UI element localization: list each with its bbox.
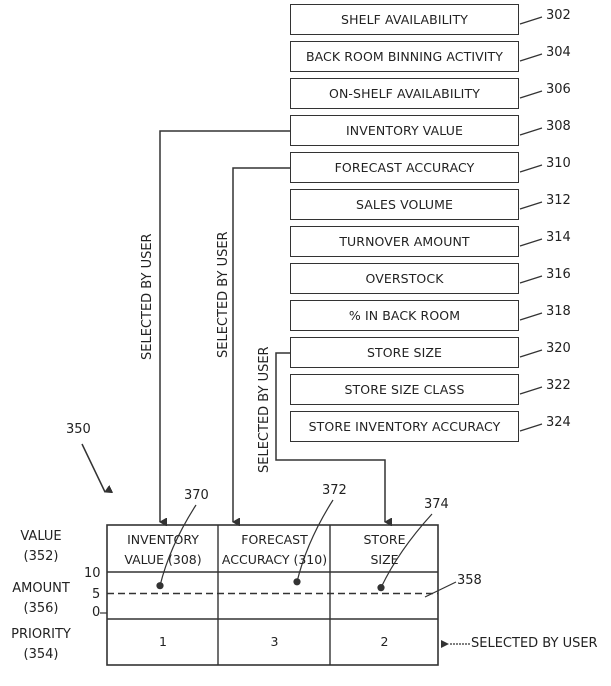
metric-ref-318: 318 bbox=[546, 304, 571, 319]
column-header-inventory-value: INVENTORY VALUE (308) bbox=[124, 532, 202, 567]
metric-box-312[interactable]: SALES VOLUME bbox=[290, 189, 519, 220]
metric-ref-leader bbox=[519, 16, 543, 25]
metric-ref-leader bbox=[519, 312, 543, 321]
metric-label: OVERSTOCK bbox=[365, 271, 444, 286]
metric-ref-312: 312 bbox=[546, 193, 571, 208]
selected-by-user-label-1: SELECTED BY USER bbox=[140, 233, 155, 360]
metric-box-318[interactable]: % IN BACK ROOM bbox=[290, 300, 519, 331]
metric-ref-leader bbox=[519, 349, 543, 358]
metric-ref-leader bbox=[519, 423, 543, 432]
table-ref-arrow bbox=[81, 443, 105, 492]
marker-ref-374: 374 bbox=[424, 497, 449, 512]
column-header-forecast-accuracy: FORECAST ACCURACY (310) bbox=[221, 532, 328, 567]
metric-box-310[interactable]: FORECAST ACCURACY bbox=[290, 152, 519, 183]
threshold-ref-label: 358 bbox=[457, 573, 482, 588]
metric-ref-leader bbox=[519, 386, 543, 395]
marker-leader-372 bbox=[296, 499, 334, 582]
metric-box-308[interactable]: INVENTORY VALUE bbox=[290, 115, 519, 146]
amount-marker-372[interactable] bbox=[293, 578, 301, 586]
axis-tick-0: 0 bbox=[92, 605, 101, 620]
metric-ref-304: 304 bbox=[546, 45, 571, 60]
row-label-amount: AMOUNT (356) bbox=[12, 581, 70, 616]
metric-ref-leader bbox=[519, 238, 543, 247]
metric-box-304[interactable]: BACK ROOM BINNING ACTIVITY bbox=[290, 41, 519, 72]
metric-ref-leader bbox=[519, 127, 543, 136]
row-label-priority: PRIORITY (354) bbox=[11, 627, 71, 662]
metric-label: SHELF AVAILABILITY bbox=[341, 12, 468, 27]
marker-ref-372: 372 bbox=[322, 483, 347, 498]
metric-label: TURNOVER AMOUNT bbox=[339, 234, 470, 249]
selected-by-user-label-2: SELECTED BY USER bbox=[216, 231, 231, 358]
priority-cell-inventory-value[interactable]: 1 bbox=[159, 634, 167, 649]
priority-cell-forecast-accuracy[interactable]: 3 bbox=[270, 634, 279, 649]
metric-label: BACK ROOM BINNING ACTIVITY bbox=[305, 49, 504, 64]
metric-ref-leader bbox=[519, 90, 543, 99]
metric-ref-320: 320 bbox=[546, 341, 571, 356]
metric-ref-316: 316 bbox=[546, 267, 571, 282]
row-label-value: VALUE (352) bbox=[20, 529, 62, 564]
metric-ref-308: 308 bbox=[546, 119, 571, 134]
metric-ref-322: 322 bbox=[546, 378, 571, 393]
metric-box-314[interactable]: TURNOVER AMOUNT bbox=[290, 226, 519, 257]
metric-ref-314: 314 bbox=[546, 230, 571, 245]
connector-inventory-value bbox=[160, 130, 290, 522]
metric-box-320[interactable]: STORE SIZE bbox=[290, 337, 519, 368]
metric-label: SALES VOLUME bbox=[355, 197, 454, 212]
metric-box-306[interactable]: ON-SHELF AVAILABILITY bbox=[290, 78, 519, 109]
amount-marker-374[interactable] bbox=[377, 584, 385, 592]
metric-ref-306: 306 bbox=[546, 82, 571, 97]
table-grid bbox=[100, 524, 439, 666]
metric-label: STORE SIZE CLASS bbox=[344, 382, 465, 397]
metric-label: ON-SHELF AVAILABILITY bbox=[329, 86, 480, 101]
axis-tick-5: 5 bbox=[92, 587, 101, 602]
connector-forecast-accuracy bbox=[233, 167, 290, 522]
priority-selected-note: SELECTED BY USER bbox=[471, 636, 598, 651]
metric-box-316[interactable]: OVERSTOCK bbox=[290, 263, 519, 294]
selected-by-user-label-3: SELECTED BY USER bbox=[257, 346, 272, 473]
marker-leader-374 bbox=[380, 513, 433, 588]
connector-store-size bbox=[275, 352, 385, 522]
marker-leader-370 bbox=[159, 504, 197, 586]
column-header-store-size: STORE SIZE bbox=[363, 532, 406, 567]
priority-cell-store-size[interactable]: 2 bbox=[380, 634, 389, 649]
axis-tick-10: 10 bbox=[84, 566, 101, 581]
metric-box-302[interactable]: SHELF AVAILABILITY bbox=[290, 4, 519, 35]
metric-ref-310: 310 bbox=[546, 156, 571, 171]
metric-label: FORECAST ACCURACY bbox=[334, 160, 475, 175]
metric-label: STORE SIZE bbox=[366, 345, 443, 360]
marker-ref-370: 370 bbox=[184, 488, 209, 503]
metric-box-322[interactable]: STORE SIZE CLASS bbox=[290, 374, 519, 405]
metric-ref-leader bbox=[519, 164, 543, 173]
threshold-ref-leader bbox=[424, 581, 457, 598]
metric-ref-leader bbox=[519, 275, 543, 284]
metric-ref-leader bbox=[519, 201, 543, 210]
metric-box-324[interactable]: STORE INVENTORY ACCURACY bbox=[290, 411, 519, 442]
metric-ref-324: 324 bbox=[546, 415, 571, 430]
amount-marker-370[interactable] bbox=[156, 582, 164, 590]
metric-label: STORE INVENTORY ACCURACY bbox=[308, 419, 501, 434]
metric-ref-leader bbox=[519, 53, 543, 62]
metric-label: % IN BACK ROOM bbox=[348, 308, 461, 323]
table-ref-label: 350 bbox=[66, 422, 91, 437]
metric-ref-302: 302 bbox=[546, 8, 571, 23]
metric-label: INVENTORY VALUE bbox=[346, 123, 463, 138]
